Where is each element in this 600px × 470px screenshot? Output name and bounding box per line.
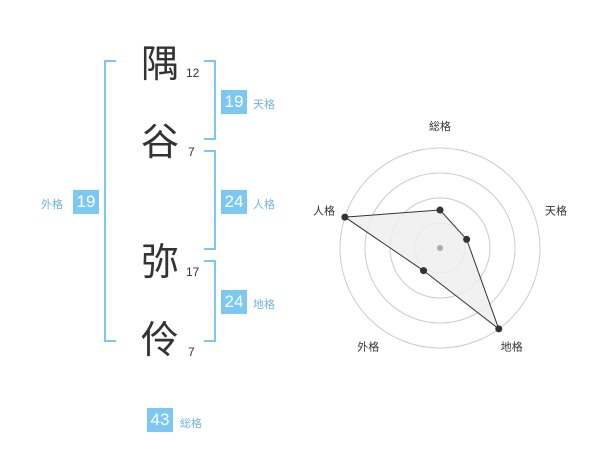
radar-point-5 <box>341 213 349 221</box>
radar-point-2 <box>463 235 471 243</box>
chikaku-value: 24 <box>221 290 247 314</box>
radar-axis-label: 総格 <box>429 119 451 133</box>
jinkaku-value: 24 <box>221 190 247 214</box>
stroke-count-1: 12 <box>186 66 200 80</box>
chikaku-bracket <box>204 260 216 342</box>
gaikaku-value: 19 <box>73 190 99 214</box>
jinkaku-bracket <box>204 150 216 250</box>
soukaku-value: 43 <box>147 408 173 432</box>
stroke-count-3: 17 <box>186 265 200 279</box>
radar-point-1 <box>436 206 444 214</box>
radar-axis-label: 外格 <box>357 340 379 354</box>
radar-axis-label: 人格 <box>313 203 335 217</box>
tenkaku-label: 天格 <box>253 98 275 111</box>
radar-point-3 <box>495 325 503 333</box>
jinkaku-label: 人格 <box>253 198 275 211</box>
chikaku-label: 地格 <box>253 298 275 311</box>
name-char-1: 隅 <box>140 42 179 86</box>
name-char-2: 谷 <box>140 120 179 164</box>
radar-grid-ring <box>364 172 516 324</box>
soukaku-label: 総格 <box>180 417 202 430</box>
name-char-3: 弥 <box>140 240 179 284</box>
gaikaku-label: 外格 <box>41 198 63 211</box>
gaikaku-bracket <box>104 60 116 342</box>
stroke-count-4: 7 <box>188 345 195 359</box>
radar-grid-ring <box>339 147 541 349</box>
tenkaku-bracket <box>204 60 216 140</box>
radar-center-dot <box>437 245 443 251</box>
stroke-count-2: 7 <box>188 145 195 159</box>
radar-axis-label: 地格 <box>501 340 523 354</box>
tenkaku-value: 19 <box>221 90 247 114</box>
radar-axis-label: 天格 <box>545 203 567 217</box>
name-char-4: 伶 <box>140 318 179 362</box>
radar-point-4 <box>420 267 428 275</box>
